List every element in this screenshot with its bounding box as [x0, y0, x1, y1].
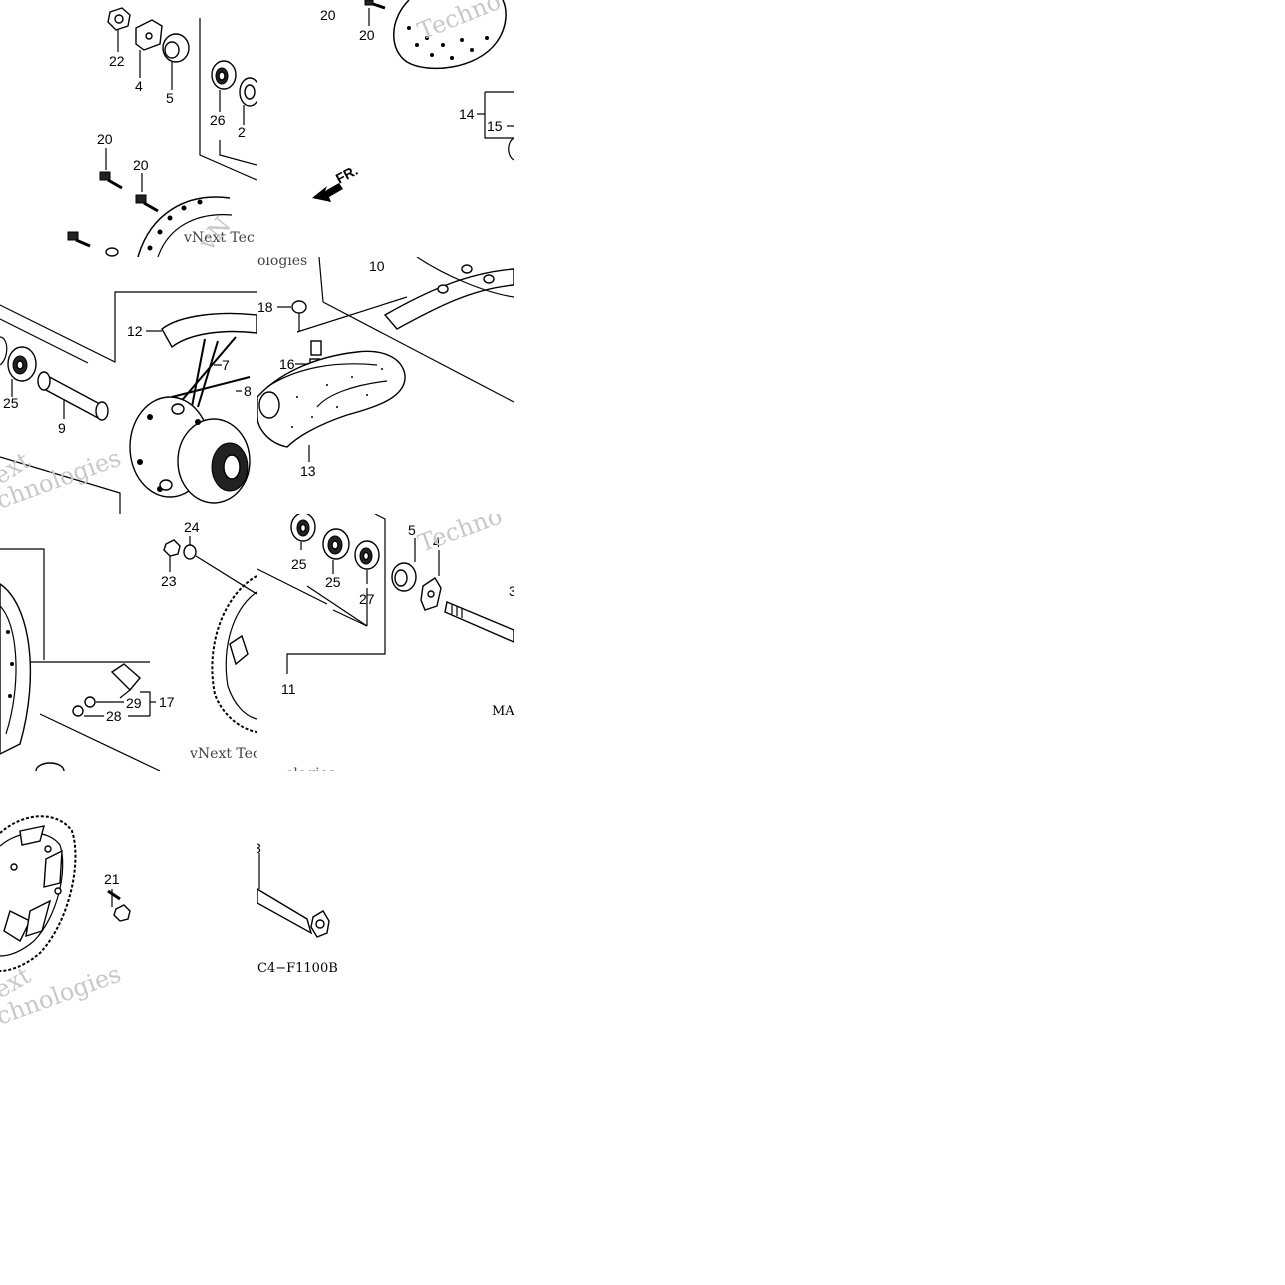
- part-4-plate: [135, 19, 163, 78]
- part-2-sprocket-small: [239, 77, 257, 125]
- part-26-bearing: [211, 60, 237, 112]
- part-10-rim: [383, 257, 514, 330]
- callout-27: 27: [359, 591, 375, 607]
- part-12-rim-band: [146, 312, 257, 349]
- part-5-collar: [162, 33, 190, 90]
- part-9-spacer: [37, 371, 109, 421]
- part-18-valve-cap: [277, 300, 307, 332]
- callout-5: 5: [166, 90, 174, 106]
- rear-sprocket: [0, 815, 77, 972]
- part-23-nut: [163, 539, 181, 572]
- part-3-axle: [444, 601, 514, 643]
- callout-15: 15: [487, 118, 503, 134]
- watermark-text: vNext Tec: [189, 746, 257, 762]
- brake-disc: [393, 0, 507, 70]
- callout-4: 4: [433, 534, 441, 550]
- callout-29: 29: [126, 695, 142, 711]
- part-17-chain-adjuster: [110, 663, 156, 716]
- front-direction-arrow: FR.: [312, 162, 360, 202]
- callout-7: 7: [222, 357, 230, 373]
- diagram-tile-disc-top: 20 20 14 15 FR. Techno: [257, 0, 514, 257]
- part-4-plate: [420, 550, 442, 611]
- part-20-bolt: [364, 0, 386, 26]
- part-13-tire-tube: [257, 350, 406, 462]
- callout-4: 4: [135, 78, 143, 94]
- svg-text:FR.: FR.: [333, 162, 360, 187]
- part-27-bearing: [354, 540, 380, 584]
- diagram-tile-sprocket-bottom: 21 ext chnologies: [0, 771, 257, 1028]
- callout-11: 11: [281, 681, 296, 697]
- part-22-nut: [107, 7, 131, 52]
- part-20-bolt: [135, 173, 159, 213]
- watermark-text: Techno: [414, 514, 505, 558]
- diagram-tile-sprocket-side: 24 23 29 17 28 vNext Tec: [0, 514, 257, 771]
- part-20-bolt: [99, 148, 123, 190]
- diagram-tile-tire-tube: ologies: [257, 257, 514, 514]
- diagram-tile-hub-middle: 12 7 8 25 9 ext chnologies: [0, 257, 257, 514]
- callout-16: 16: [279, 356, 295, 372]
- watermark-text: ologies: [285, 766, 335, 771]
- callout-3: 3: [257, 840, 261, 856]
- callout-21: 21: [104, 871, 120, 887]
- watermark-text: vNext Tec: [183, 230, 255, 246]
- part-25-bearing: [322, 528, 350, 574]
- callout-9: 9: [58, 420, 66, 436]
- callout-28: 28: [106, 708, 122, 724]
- brake-disc: [105, 196, 233, 257]
- callout-2: 2: [238, 124, 246, 140]
- callout-20: 20: [320, 7, 336, 23]
- part-25-bearing: [0, 336, 37, 397]
- part-21-bolt: [107, 889, 131, 922]
- callout-20: 20: [97, 131, 113, 147]
- diagram-tile-axle-end: 3 C4−F1100B: [257, 771, 514, 1028]
- callout-18: 18: [257, 299, 273, 315]
- callout-24: 24: [184, 519, 200, 535]
- callout-25: 25: [3, 395, 19, 411]
- callout-8: 8: [244, 383, 252, 399]
- callout-25: 25: [325, 574, 341, 590]
- part-25-bearing: [290, 514, 316, 550]
- callout-22: 22: [109, 53, 125, 69]
- diagram-tile-hub-left-top: 22 4 5 26 2 20 20 vNext Tec vN: [0, 0, 257, 257]
- callout-14: 14: [459, 106, 475, 122]
- wheel-hub: [129, 396, 251, 504]
- callout-13: 13: [300, 463, 316, 479]
- callout-3: 3: [509, 583, 514, 599]
- rear-sprocket: [211, 575, 257, 733]
- part-5-collar: [391, 538, 417, 592]
- diagram-code: MA: [492, 704, 514, 719]
- part-28-nut: [72, 696, 150, 717]
- callout-20: 20: [133, 157, 149, 173]
- callout-17: 17: [159, 694, 175, 710]
- watermark-text: Techno: [414, 0, 505, 46]
- callout-5: 5: [408, 522, 416, 538]
- diagram-tile-axle-bearings: 25 25 27 5 4 3 11 MA Techno ologies: [257, 514, 514, 771]
- callout-20: 20: [359, 27, 375, 43]
- diagram-code: C4−F1100B: [257, 961, 338, 976]
- spokes: [171, 336, 251, 418]
- callout-25: 25: [291, 556, 307, 572]
- callout-12: 12: [127, 323, 143, 339]
- part-3-axle: [257, 888, 330, 938]
- callout-10: 10: [369, 258, 385, 274]
- part-24-washer: [183, 536, 257, 595]
- part-20-bolt: [67, 231, 91, 248]
- callout-26: 26: [210, 112, 226, 128]
- watermark-text: ologies: [257, 257, 307, 269]
- callout-23: 23: [161, 573, 177, 589]
